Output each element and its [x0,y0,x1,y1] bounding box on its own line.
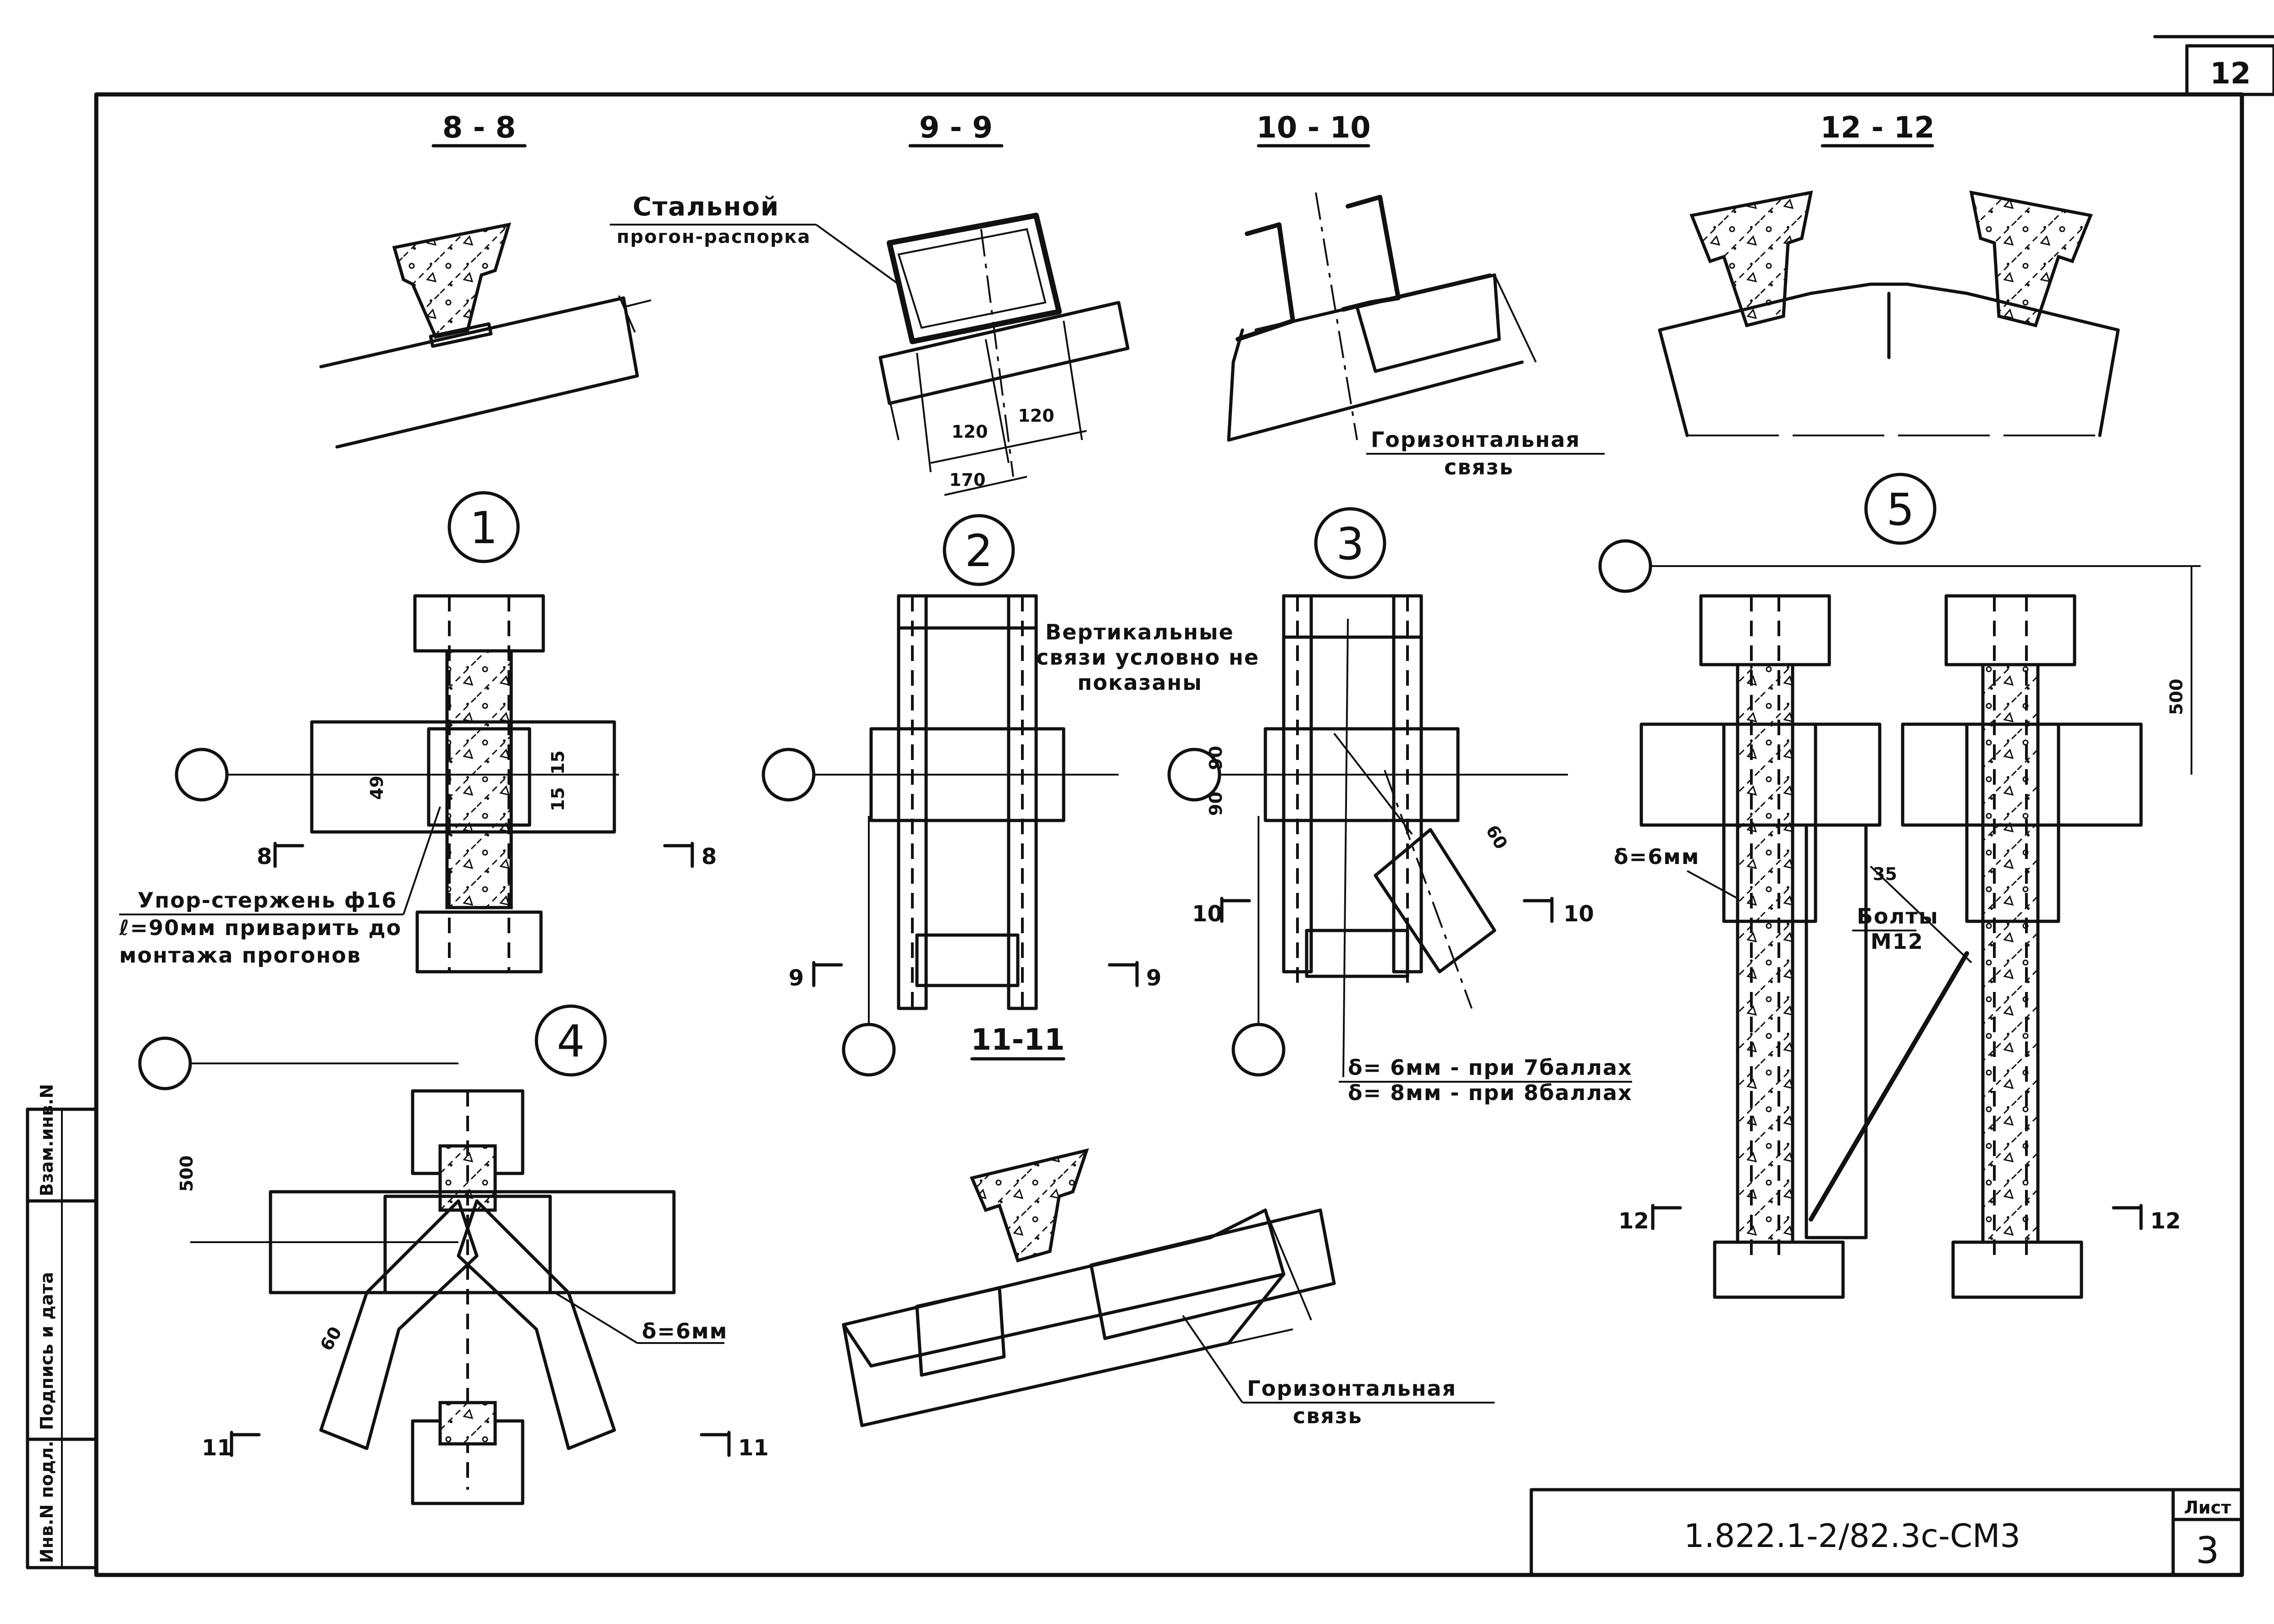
section-10-title: 10 - 10 [1256,111,1370,145]
dim-49: 49 [367,776,387,800]
section-9-9: 9 - 9 Стальной прогон-распорка 120 120 1… [610,111,1130,496]
node-5-number: 5 [1886,484,1914,535]
stamp-podpis: Подпись и дата [37,1272,57,1430]
node-1: 1 49 15 15 8 8 Упор-стержень ф16 ℓ=90мм … [119,491,717,974]
label-hbrace-top-2: связь [1444,455,1514,479]
dim-60-node3: 60 [1482,822,1512,853]
section-9-title: 9 - 9 [919,111,993,145]
dim-90-bot: 90 [1206,792,1226,816]
label-delta-node4: δ=6мм [642,1319,728,1343]
cut-11-right: 11 [738,1435,769,1461]
label-delta-node5: δ=6мм [1614,844,1700,869]
node-1-number: 1 [469,502,497,554]
section-10-10: 10 - 10 Горизонтальная связь [1227,111,1605,479]
label-hbrace-top-1: Горизонтальная [1371,427,1580,452]
title-block: 1.822.1-2/82.3с-СМ3 Лист 3 [1529,1488,2244,1577]
drawing-code: 1.822.1-2/82.3с-СМ3 [1684,1517,2020,1555]
node-3-number: 3 [1336,518,1364,570]
label-hbrace-bot-1: Горизонтальная [1247,1376,1457,1401]
label-hbrace-bot-2: связь [1293,1404,1363,1428]
dim-120-left: 120 [951,422,988,442]
dim-60-node4: 60 [316,1323,346,1354]
label-vert-2: связи условно не [1036,645,1259,670]
label-stop-3: монтажа прогонов [119,943,361,968]
section-11-roof: Горизонтальная связь [842,1148,1495,1428]
dim-500-node4: 500 [177,1156,197,1192]
cut-12-right: 12 [2150,1208,2181,1234]
sheet-number-corner: 12 [2210,57,2251,91]
node-4: 4 500 60 δ=6мм 11 11 [138,1004,769,1505]
label-stop-2: ℓ=90мм приварить до [119,915,402,940]
label-stop-1: Упор-стержень ф16 [138,888,397,913]
node-5: 5 500 35 δ=6мм Болты М12 12 12 [1598,473,2201,1299]
node-3: 3 90 90 60 10 10 δ= 6мм - при 7баллах δ=… [1167,507,1633,1105]
label-bolts-1: Болты [1857,904,1939,929]
section-8-8: 8 - 8 [319,111,651,449]
cut-11-left: 11 [202,1435,232,1461]
node-2-number: 2 [965,525,993,577]
sheet-value: 3 [2196,1529,2219,1572]
cut-9-right: 9 [1146,965,1161,991]
side-stamp: Взам.инв.N Подпись и дата Инв.N подл. [26,1084,98,1569]
label-delta-7: δ= 6мм - при 7баллах [1348,1055,1633,1080]
dim-90-top: 90 [1206,746,1226,770]
dim-15-top: 15 [548,750,568,775]
dim-170: 170 [949,470,985,490]
node-2: 2 Вертикальные связи условно не показаны… [762,514,1259,1077]
section-8-title: 8 - 8 [442,111,516,145]
label-bolts-2: М12 [1871,929,1924,954]
cut-9-left: 9 [789,965,804,991]
section-12-title: 12 - 12 [1820,111,1934,145]
cut-10-right: 10 [1563,901,1594,927]
label-purlin-1: Стальной [633,192,779,222]
dim-15-bot: 15 [548,787,568,811]
cut-8-left: 8 [257,844,272,870]
sheet-label: Лист [2184,1497,2231,1518]
sheet-frame: 12 [94,35,2274,1577]
node-4-number: 4 [557,1016,585,1067]
dim-35: 35 [1873,864,1897,884]
dim-120-right: 120 [1018,406,1054,426]
dim-500-node5: 500 [2166,679,2186,715]
label-vert-3: показаны [1077,670,1203,695]
cut-12-left: 12 [1618,1208,1649,1234]
stamp-vzam: Взам.инв.N [37,1084,57,1196]
label-vert-1: Вертикальные [1045,620,1234,644]
section-12-12: 12 - 12 [1658,111,2120,437]
cut-10-left: 10 [1192,901,1223,927]
label-delta-8: δ= 8мм - при 8баллах [1348,1080,1633,1105]
stamp-inv: Инв.N подл. [37,1441,57,1563]
label-purlin-2: прогон-распорка [617,226,811,248]
section-11-title: 11-11 [971,1023,1065,1057]
cut-8-right: 8 [701,844,717,870]
